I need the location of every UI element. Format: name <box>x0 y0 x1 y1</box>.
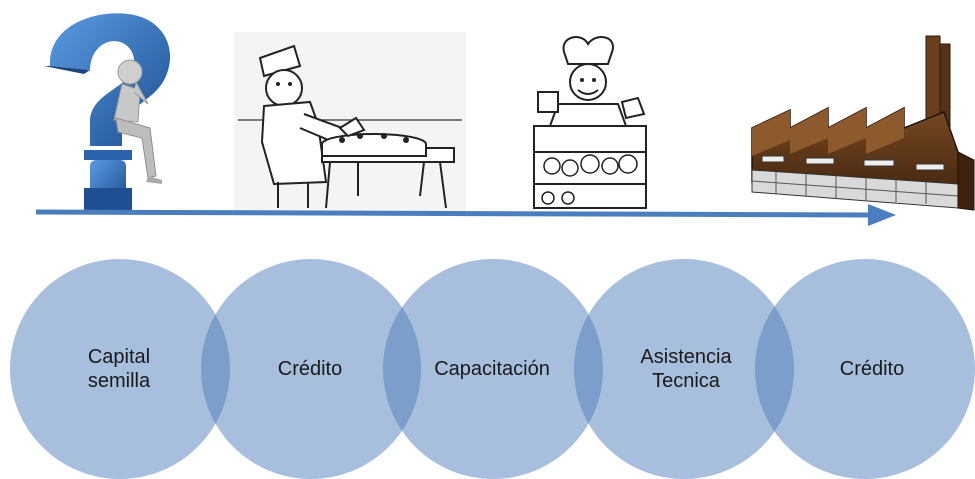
baker-decorating-cake-icon <box>234 32 466 214</box>
thinking-figure-on-question-mark-icon <box>44 13 171 210</box>
stage-label-capital-semilla: Capital semilla <box>87 346 151 392</box>
stage-circle-2 <box>201 259 421 479</box>
baker-at-pastry-counter-icon <box>533 36 647 209</box>
stage-label-credito: Crédito <box>277 358 343 380</box>
timeline-arrow <box>35 204 896 226</box>
stage-circle-3 <box>383 259 603 479</box>
stage-circle-1 <box>10 259 230 479</box>
stage-label-capacitacion: Capacitación <box>434 358 550 380</box>
factory-icon <box>751 35 975 211</box>
stage-label-credito-final: Crédito <box>839 358 905 380</box>
stage-label-asistencia-tecnica: Asistencia Tecnica <box>640 346 732 392</box>
stage-circle-5 <box>755 259 975 479</box>
stage-circle-4 <box>574 259 794 479</box>
